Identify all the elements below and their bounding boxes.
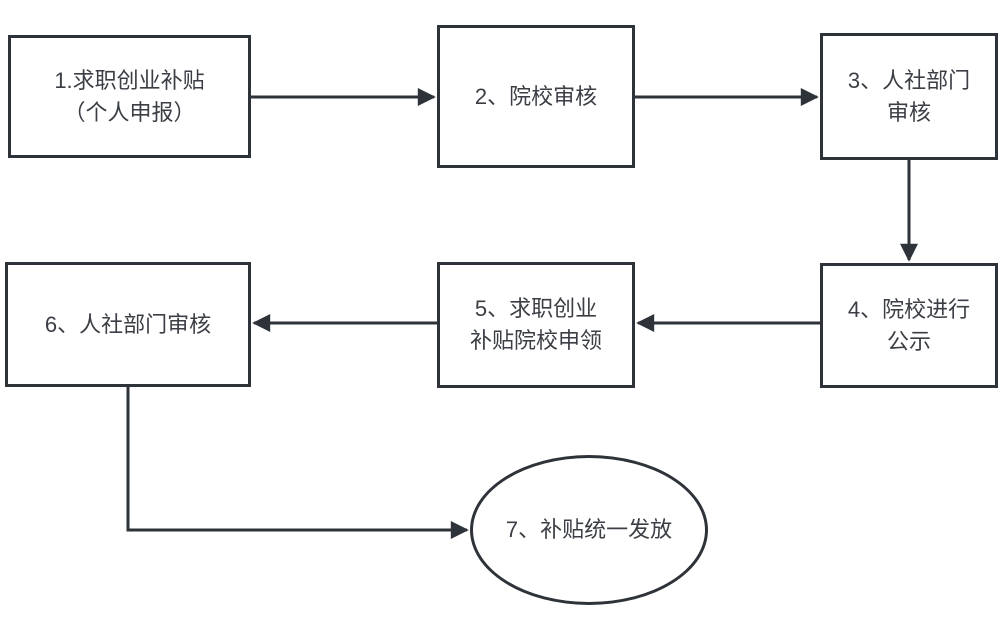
flow-node-7-label: 7、补贴统一发放 [505,517,673,543]
flow-node-7-subsidy-distribution: 7、补贴统一发放 [470,455,708,605]
flow-node-2-college-review: 2、院校审核 [437,25,635,168]
flow-node-1-label-line-1: 1.求职创业补贴 [54,67,205,93]
flow-node-3-label-line-2: 审核 [886,99,931,125]
flow-node-5-label-line-2: 补贴院校申领 [469,328,602,353]
flow-node-6-label: 6、人社部门审核 [44,311,212,337]
flow-node-3-label-line-1: 3、人社部门 [847,67,971,93]
flow-node-4-college-publicity: 4、院校进行 公示 [820,263,998,388]
flow-node-2-label: 2、院校审核 [474,83,598,109]
flow-node-4-label-line-1: 4、院校进行 [847,296,971,322]
arrow-6-to-7 [126,387,469,539]
flow-node-5-college-claim: 5、求职创业 补贴院校申领 [437,262,635,388]
flow-node-4-label-line-2: 公示 [886,328,931,354]
flow-node-1-individual-application: 1.求职创业补贴 （个人申报） [8,35,251,158]
flow-node-5-label-line-1: 5、求职创业 [474,296,598,322]
flow-node-3-hr-dept-review: 3、人社部门 审核 [820,33,998,160]
flow-node-6-hr-dept-review: 6、人社部门审核 [5,262,251,387]
flow-node-1-label-line-2: （个人申报） [63,99,196,125]
